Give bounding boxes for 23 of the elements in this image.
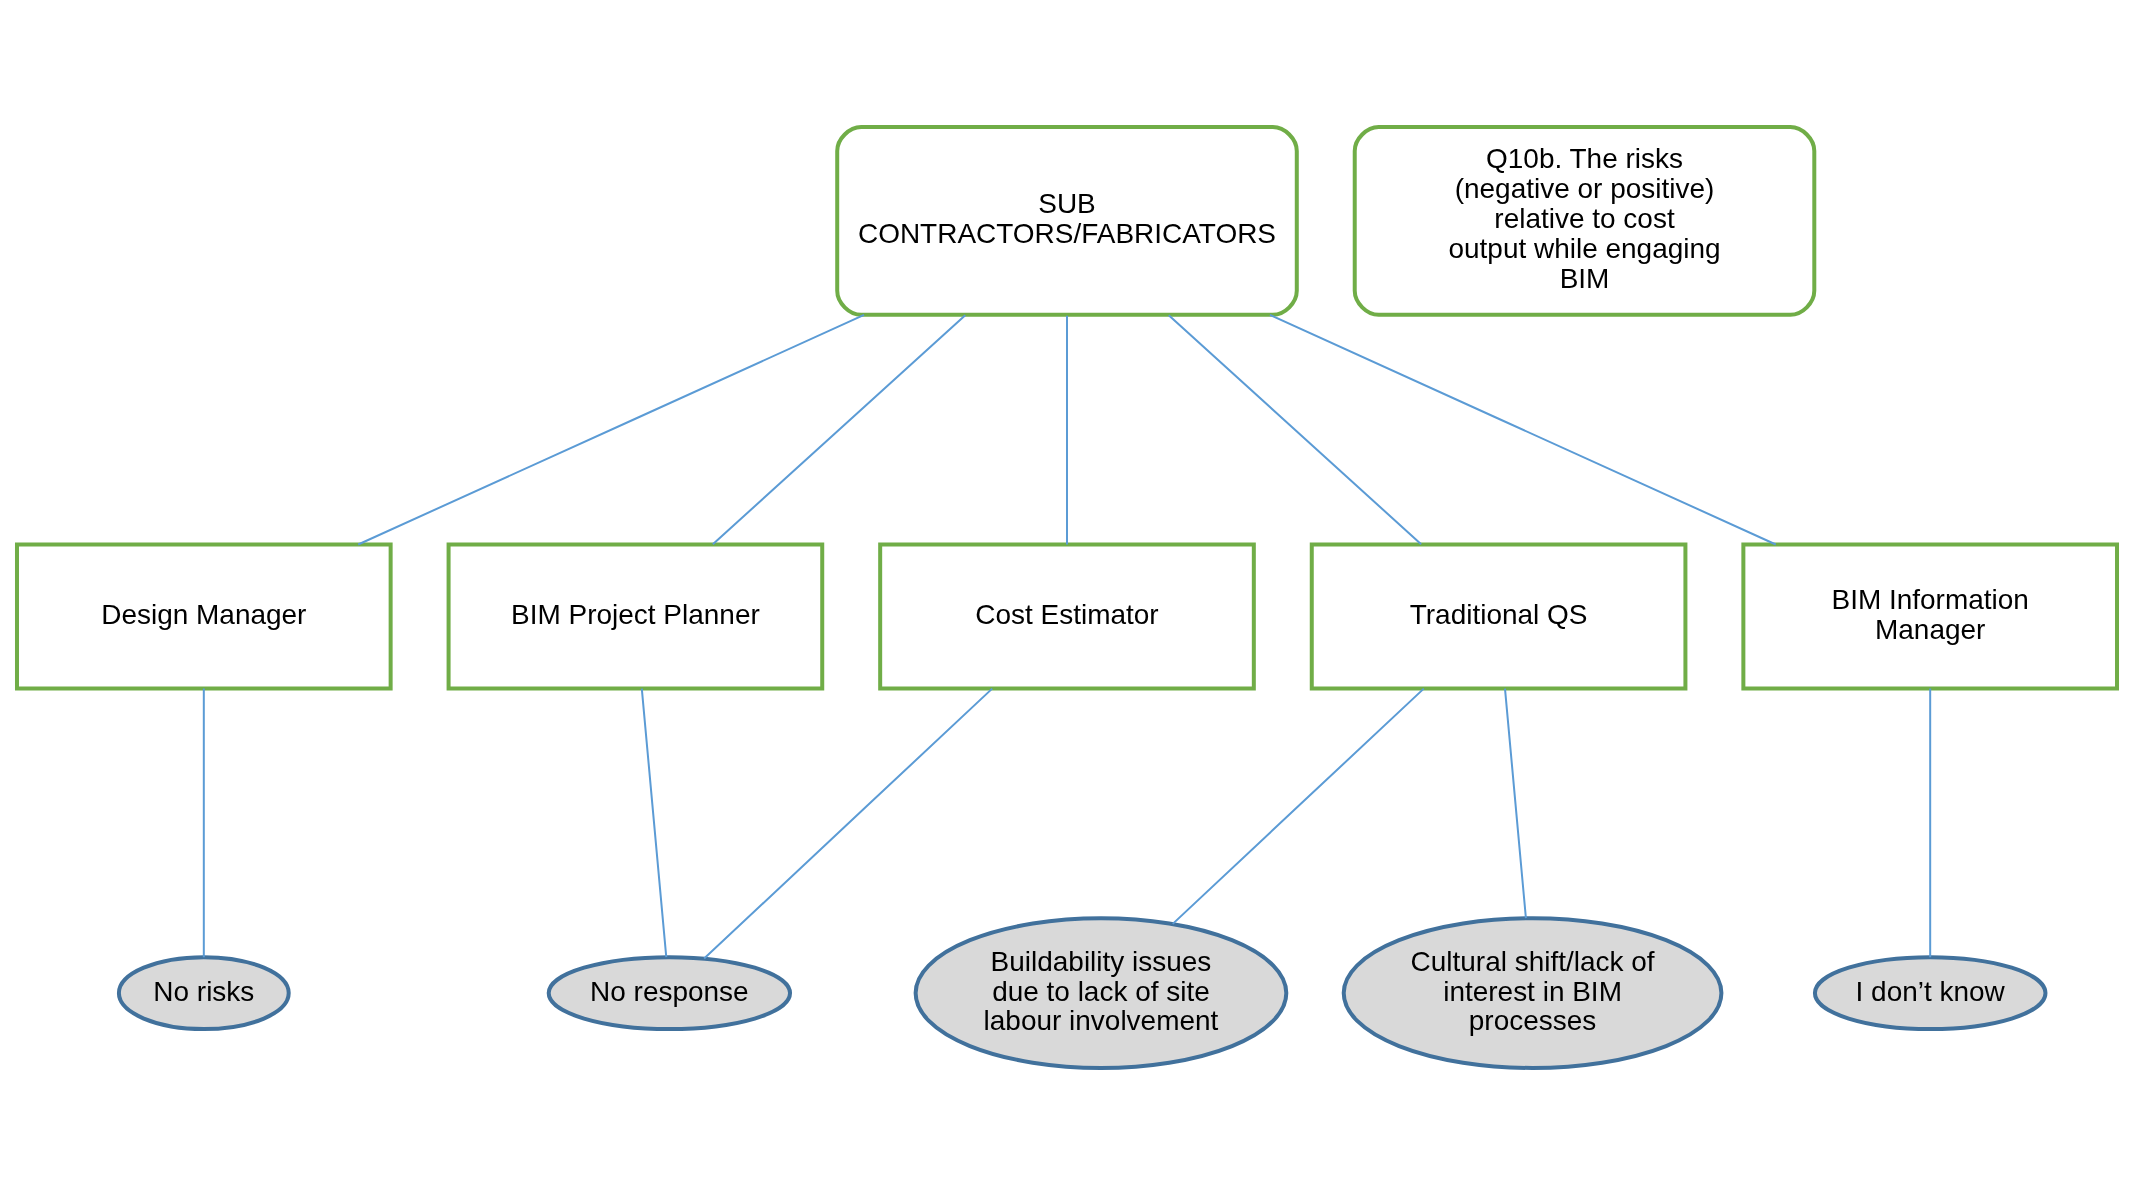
node-ellipse: Buildability issues due to lack of site labour involvement: [913, 916, 1289, 1070]
connector: [1066, 314, 1068, 546]
connector: [1171, 687, 1425, 925]
node-box: Cost Estimator: [878, 542, 1256, 691]
connector: [1167, 314, 1423, 546]
node-box: SUB CONTRACTORS/FABRICATORS: [835, 125, 1299, 317]
node-box: BIM Information Manager: [1741, 542, 2119, 691]
connector: [711, 314, 967, 546]
node-ellipse: Cultural shift/lack of interest in BIM processes: [1341, 916, 1724, 1070]
node-ellipse: No risks: [116, 955, 291, 1032]
node-box: Traditional QS: [1309, 542, 1688, 691]
connector: [1268, 313, 1777, 546]
connector: [1504, 687, 1527, 920]
connector: [357, 313, 866, 546]
connector: [202, 687, 205, 959]
connector: [640, 687, 668, 959]
node-box: BIM Project Planner: [446, 542, 825, 691]
node-box: Design Manager: [15, 542, 393, 691]
node-ellipse: No response: [546, 955, 793, 1032]
node-box: Q10b. The risks (negative or positive) relative to cost output while engaging BIM: [1352, 125, 1817, 317]
node-ellipse: I don’t know: [1812, 955, 2048, 1032]
connector: [703, 687, 994, 960]
connector: [1929, 687, 1932, 959]
